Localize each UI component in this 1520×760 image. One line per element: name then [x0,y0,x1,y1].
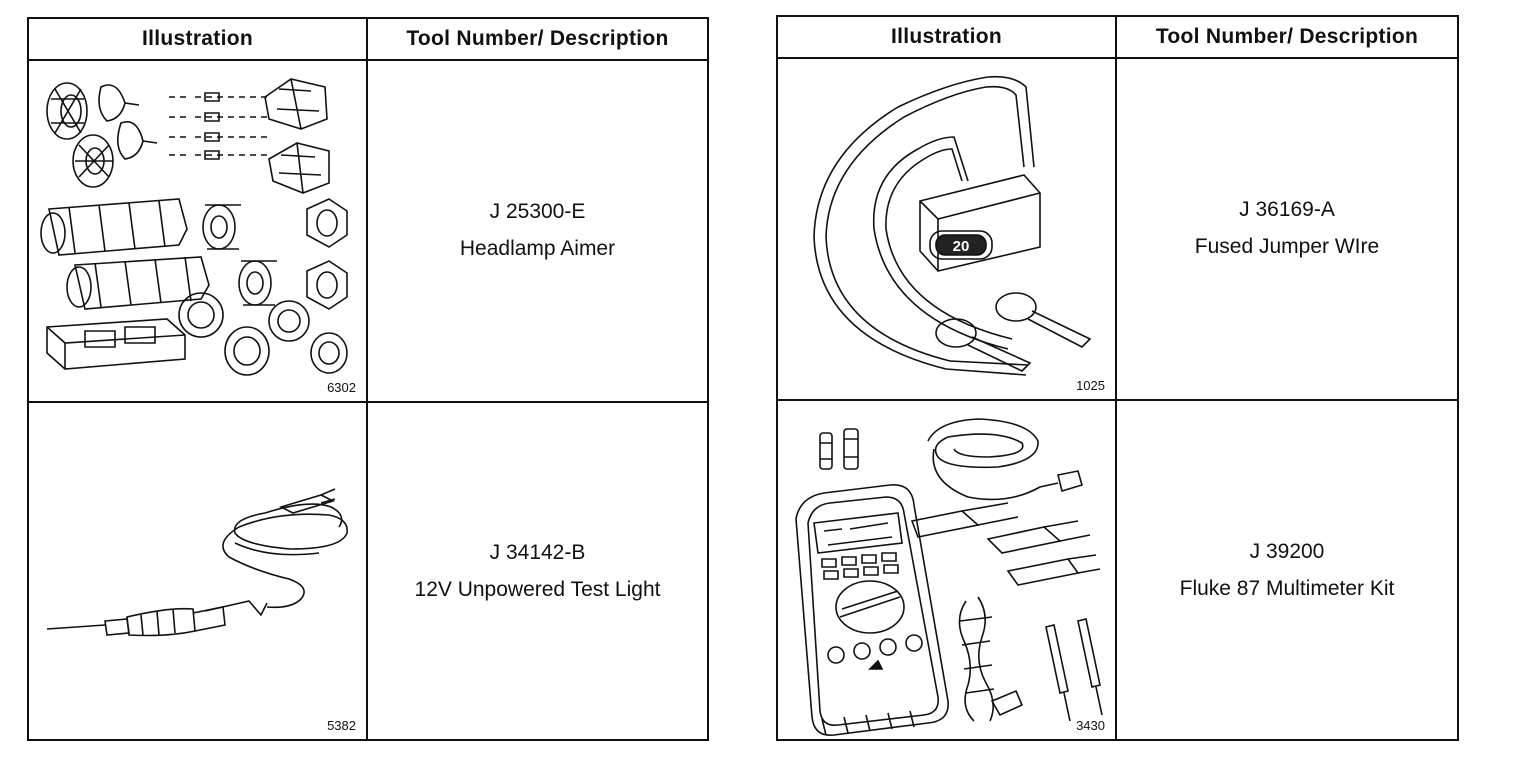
tool-table-right: Illustration Tool Number/ Description 20 [776,15,1459,741]
header-tool-description: Tool Number/ Description [406,27,669,50]
figure-number: 1025 [1076,378,1105,393]
tool-number: J 34142-B [489,541,586,564]
tool-number: J 39200 [1249,540,1325,563]
tool-description: 12V Unpowered Test Light [414,578,661,601]
header-illustration: Illustration [142,27,253,50]
tool-number: J 25300-E [489,200,586,223]
table-row: 6302 J 25300-E Headlamp Aimer [29,59,707,403]
header-tool-description: Tool Number/ Description [1155,25,1419,48]
figure-number: 5382 [327,718,356,733]
tool-description-cell: J 36169-A Fused Jumper WIre [1117,57,1457,399]
table-row: 5382 J 34142-B 12V Unpowered Test Light [29,403,707,739]
tool-description-cell: J 34142-B 12V Unpowered Test Light [368,403,707,739]
headlamp-aimer-illustration: 6302 [29,59,366,401]
table-row: 3430 J 39200 Fluke 87 Multimeter Kit [778,401,1457,739]
column-divider [1115,17,1117,739]
fuse-rating-label: 20 [953,238,970,255]
figure-number: 6302 [327,380,356,395]
tool-description: Fused Jumper WIre [1194,235,1380,258]
tool-number: J 36169-A [1239,198,1335,221]
test-light-illustration: 5382 [29,403,366,739]
tool-description: Fluke 87 Multimeter Kit [1179,577,1395,600]
figure-number: 3430 [1076,718,1105,733]
tool-description-cell: J 39200 Fluke 87 Multimeter Kit [1117,401,1457,739]
tool-table-left: Illustration Tool Number/ Description [27,17,709,741]
table-row: 20 1025 J 36169-A Fused Jumper WIre [778,57,1457,401]
multimeter-kit-illustration: 3430 [778,401,1115,739]
tool-description-cell: J 25300-E Headlamp Aimer [368,59,707,401]
tool-description: Headlamp Aimer [459,237,616,260]
table-header: Illustration Tool Number/ Description [778,17,1457,59]
header-illustration: Illustration [891,25,1002,48]
fused-jumper-wire-illustration: 20 1025 [778,57,1115,399]
column-divider [366,19,368,739]
table-header: Illustration Tool Number/ Description [29,19,707,61]
